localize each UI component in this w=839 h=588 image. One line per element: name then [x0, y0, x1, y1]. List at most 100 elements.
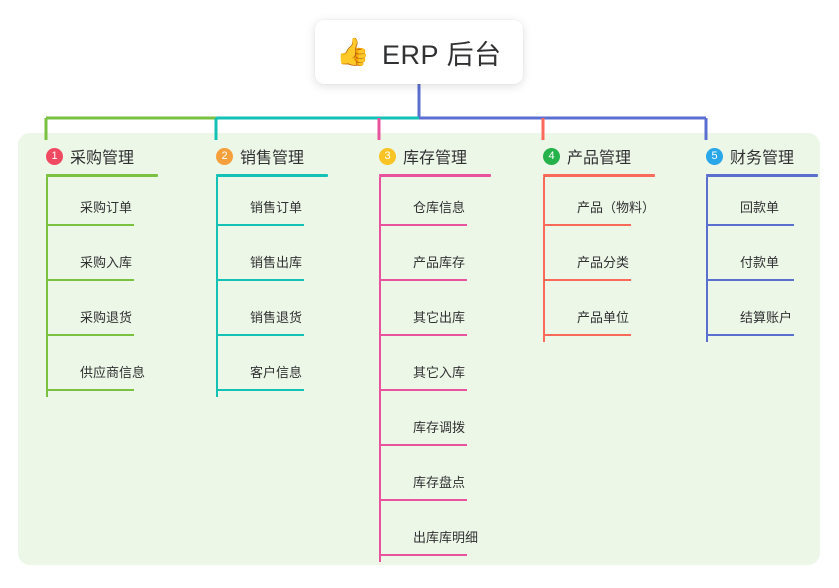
- branch-index-badge: 4: [543, 147, 560, 165]
- branch-item-label: 供应商信息: [80, 365, 146, 380]
- branch-item-rule: [46, 224, 134, 226]
- branch-item-label: 采购订单: [80, 200, 133, 215]
- branch-spine: [706, 177, 708, 342]
- branches-panel: [18, 133, 820, 565]
- branch-item[interactable]: 结算账户: [706, 287, 818, 342]
- branch-index-badge: 1: [46, 147, 63, 165]
- branch-column-5: 5 财务管理回款单付款单结算账户: [690, 144, 818, 342]
- branch-header-rule: [379, 174, 491, 177]
- branch-item-list: 回款单付款单结算账户: [706, 177, 818, 342]
- branch-index-badge: 5: [706, 147, 723, 165]
- branch-spine: [543, 177, 545, 342]
- branch-item[interactable]: 产品分类: [543, 232, 655, 287]
- branch-index-badge: 3: [379, 147, 396, 165]
- branch-item-rule: [706, 224, 794, 226]
- branch-item-label: 库存调拨: [413, 420, 466, 435]
- branch-item[interactable]: 付款单: [706, 232, 818, 287]
- branch-item[interactable]: 库存调拨: [379, 397, 491, 452]
- branch-item-rule: [543, 279, 631, 281]
- branch-item-rule: [379, 444, 467, 446]
- branch-item-rule: [46, 389, 134, 391]
- branch-item-rule: [216, 389, 304, 391]
- branch-item-rule: [379, 279, 467, 281]
- branch-item-rule: [379, 499, 467, 501]
- branch-item[interactable]: 采购入库: [46, 232, 158, 287]
- branch-item-label: 产品（物料）: [577, 200, 656, 215]
- branch-item-rule: [216, 279, 304, 281]
- thumbs-up-icon: 👍: [336, 36, 371, 67]
- branch-spine: [379, 177, 381, 562]
- branch-item-list: 采购订单采购入库采购退货供应商信息: [46, 177, 158, 397]
- branch-item-label: 销售订单: [250, 200, 303, 215]
- branch-item-label: 采购退货: [80, 310, 133, 325]
- branch-item[interactable]: 库存盘点: [379, 452, 491, 507]
- branch-column-4: 4 产品管理产品（物料） 产品分类产品单位: [527, 144, 655, 342]
- branch-item-rule: [379, 389, 467, 391]
- branch-item-rule: [216, 224, 304, 226]
- branch-item[interactable]: 采购订单: [46, 177, 158, 232]
- branch-item-rule: [379, 554, 467, 556]
- branch-header-rule: [46, 174, 158, 177]
- branch-item-rule: [216, 334, 304, 336]
- branch-item[interactable]: 出库库明细: [379, 507, 491, 562]
- branch-spine: [216, 177, 218, 397]
- branch-item[interactable]: 产品单位: [543, 287, 655, 342]
- branch-title: 库存管理: [403, 150, 468, 167]
- branch-header-1[interactable]: 1 采购管理: [46, 144, 158, 168]
- branch-item-label: 付款单: [740, 255, 780, 270]
- branch-item-label: 出库库明细: [413, 530, 479, 545]
- branch-item-label: 回款单: [740, 200, 780, 215]
- branch-item[interactable]: 销售订单: [216, 177, 328, 232]
- branch-item[interactable]: 产品库存: [379, 232, 491, 287]
- branch-header-4[interactable]: 4 产品管理: [543, 144, 655, 168]
- branch-index-badge: 2: [216, 147, 233, 165]
- branch-item-rule: [543, 224, 631, 226]
- branch-item-label: 采购入库: [80, 255, 133, 270]
- branch-item-label: 销售出库: [250, 255, 303, 270]
- branch-title: 销售管理: [240, 150, 305, 167]
- branch-item-rule: [379, 224, 467, 226]
- root-title: ERP 后台: [382, 39, 502, 70]
- branch-item[interactable]: 客户信息: [216, 342, 328, 397]
- branch-item-label: 其它入库: [413, 365, 466, 380]
- branch-item[interactable]: 仓库信息: [379, 177, 491, 232]
- branch-item-list: 销售订单销售出库销售退货客户信息: [216, 177, 328, 397]
- branch-item[interactable]: 销售出库: [216, 232, 328, 287]
- branch-item-label: 仓库信息: [413, 200, 466, 215]
- branch-item[interactable]: 采购退货: [46, 287, 158, 342]
- branch-item[interactable]: 回款单: [706, 177, 818, 232]
- branch-column-3: 3 库存管理仓库信息产品库存其它出库其它入库库存调拨库存盘点出库库明细: [363, 144, 491, 562]
- branch-item-label: 产品分类: [577, 255, 630, 270]
- branch-header-rule: [216, 174, 328, 177]
- branch-header-5[interactable]: 5 财务管理: [706, 144, 818, 168]
- branch-title: 财务管理: [730, 150, 795, 167]
- branch-item-label: 销售退货: [250, 310, 303, 325]
- branch-title: 采购管理: [70, 150, 135, 167]
- branch-title: 产品管理: [567, 150, 632, 167]
- branch-item-rule: [379, 334, 467, 336]
- branch-item-rule: [46, 279, 134, 281]
- branch-item-rule: [543, 334, 631, 336]
- branch-item-label: 库存盘点: [413, 475, 466, 490]
- branch-item-rule: [706, 279, 794, 281]
- branch-item-rule: [46, 334, 134, 336]
- root-node[interactable]: 👍 ERP 后台: [315, 20, 523, 84]
- branch-item[interactable]: 其它入库: [379, 342, 491, 397]
- branch-item-label: 产品库存: [413, 255, 466, 270]
- branch-item[interactable]: 销售退货: [216, 287, 328, 342]
- branch-item-list: 产品（物料） 产品分类产品单位: [543, 177, 655, 342]
- branch-header-2[interactable]: 2 销售管理: [216, 144, 328, 168]
- branch-item-list: 仓库信息产品库存其它出库其它入库库存调拨库存盘点出库库明细: [379, 177, 491, 562]
- branch-item-rule: [706, 334, 794, 336]
- branch-item-label: 产品单位: [577, 310, 630, 325]
- branch-column-1: 1 采购管理采购订单采购入库采购退货供应商信息: [30, 144, 158, 397]
- branch-header-rule: [706, 174, 818, 177]
- branch-header-rule: [543, 174, 655, 177]
- branch-item-label: 其它出库: [413, 310, 466, 325]
- branch-spine: [46, 177, 48, 397]
- branch-item[interactable]: 供应商信息: [46, 342, 158, 397]
- branch-header-3[interactable]: 3 库存管理: [379, 144, 491, 168]
- branch-item[interactable]: 产品（物料）: [543, 177, 655, 232]
- branch-item[interactable]: 其它出库: [379, 287, 491, 342]
